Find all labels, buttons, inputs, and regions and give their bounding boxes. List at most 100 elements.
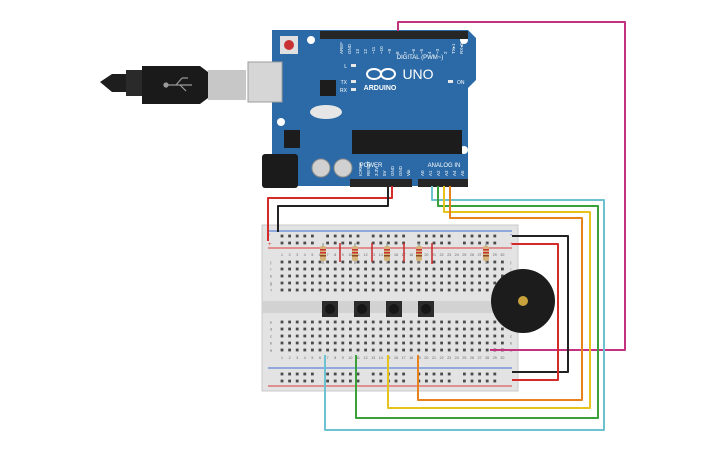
resistor-2 bbox=[352, 243, 358, 264]
rail-hole bbox=[295, 234, 299, 238]
breadboard-hole bbox=[470, 341, 474, 345]
breadboard-hole bbox=[303, 267, 307, 271]
rail-hole bbox=[349, 372, 352, 376]
breadboard-hole bbox=[432, 348, 436, 352]
breadboard-hole bbox=[394, 260, 398, 264]
led-rx-label: RX bbox=[340, 88, 348, 94]
breadboard-hole bbox=[394, 320, 398, 324]
rail-hole bbox=[349, 234, 352, 238]
crystal bbox=[310, 105, 342, 119]
breadboard-hole bbox=[356, 334, 360, 338]
breadboard-hole bbox=[295, 288, 299, 292]
on-label: ON bbox=[457, 80, 465, 86]
pin-label: 5V bbox=[382, 170, 387, 176]
breadboard-hole bbox=[303, 341, 307, 345]
rail-hole bbox=[311, 241, 314, 245]
button-1[interactable] bbox=[322, 301, 338, 317]
rail-hole bbox=[478, 241, 481, 245]
breadboard-hole bbox=[371, 281, 375, 285]
breadboard-hole bbox=[364, 281, 367, 285]
rail-hole bbox=[326, 241, 329, 245]
breadboard-hole bbox=[485, 334, 489, 338]
breadboard-hole bbox=[501, 260, 504, 264]
mounting-hole bbox=[277, 118, 285, 126]
column-number: 4 bbox=[304, 356, 306, 360]
breadboard-hole bbox=[387, 260, 390, 264]
rail-hole bbox=[349, 241, 352, 245]
breadboard-hole bbox=[295, 281, 299, 285]
column-number: 27 bbox=[478, 356, 482, 360]
push-buttons bbox=[322, 301, 434, 317]
column-number: 14 bbox=[379, 253, 383, 257]
button-2[interactable] bbox=[354, 301, 370, 317]
breadboard-hole bbox=[303, 274, 307, 278]
breadboard-hole bbox=[371, 274, 375, 278]
led-tx bbox=[351, 80, 356, 83]
column-number: 16 bbox=[394, 253, 398, 257]
rail-hole bbox=[356, 234, 360, 238]
breadboard-hole bbox=[478, 327, 481, 331]
breadboard-hole bbox=[463, 281, 466, 285]
breadboard-hole bbox=[440, 281, 443, 285]
breadboard-hole bbox=[387, 348, 390, 352]
rail-hole bbox=[440, 372, 443, 376]
rail-hole bbox=[394, 379, 398, 383]
breadboard-hole bbox=[371, 341, 375, 345]
breadboard-hole bbox=[311, 267, 314, 271]
rail-hole bbox=[463, 241, 466, 245]
rail-hole bbox=[356, 241, 360, 245]
breadboard-hole bbox=[295, 267, 299, 271]
breadboard-hole bbox=[402, 267, 405, 271]
button-3[interactable] bbox=[386, 301, 402, 317]
breadboard-hole bbox=[425, 334, 428, 338]
breadboard-hole bbox=[394, 334, 398, 338]
rail-hole bbox=[356, 379, 360, 383]
breadboard-hole bbox=[288, 274, 291, 278]
pin-label: RX◂0 bbox=[459, 42, 464, 54]
breadboard-hole bbox=[341, 334, 345, 338]
resistor-6 bbox=[483, 243, 489, 264]
column-number: 30 bbox=[500, 253, 504, 257]
breadboard-hole bbox=[326, 320, 329, 324]
breadboard-hole bbox=[455, 334, 459, 338]
breadboard-hole bbox=[311, 288, 314, 292]
breadboard-hole bbox=[333, 281, 337, 285]
breadboard-hole bbox=[478, 281, 481, 285]
reset-button[interactable] bbox=[284, 40, 294, 50]
breadboard-hole bbox=[409, 274, 413, 278]
breadboard-hole bbox=[379, 281, 383, 285]
breadboard-hole bbox=[341, 341, 345, 345]
rail-hole bbox=[485, 379, 489, 383]
column-number: 7 bbox=[327, 253, 329, 257]
breadboard-hole bbox=[402, 341, 405, 345]
breadboard-hole bbox=[311, 274, 314, 278]
rail-hole bbox=[463, 234, 466, 238]
breadboard-hole bbox=[280, 288, 284, 292]
rail-hole bbox=[432, 372, 436, 376]
breadboard-hole bbox=[364, 334, 367, 338]
breadboard-hole bbox=[326, 288, 329, 292]
breadboard-hole bbox=[455, 327, 459, 331]
pin-label: 3.3V bbox=[374, 167, 379, 176]
usb-strain-relief bbox=[126, 70, 144, 96]
breadboard-hole bbox=[326, 341, 329, 345]
breadboard-hole bbox=[455, 281, 459, 285]
breadboard-hole bbox=[280, 341, 284, 345]
breadboard-hole bbox=[463, 274, 466, 278]
breadboard-hole bbox=[417, 281, 421, 285]
digital-header bbox=[320, 31, 468, 39]
pin-label: A0 bbox=[420, 170, 425, 176]
row-letter: g bbox=[270, 281, 272, 286]
button-4[interactable] bbox=[418, 301, 434, 317]
breadboard-hole bbox=[402, 348, 405, 352]
rail-hole bbox=[463, 379, 466, 383]
breadboard-hole bbox=[478, 341, 481, 345]
row-letter: b bbox=[270, 341, 273, 346]
pin-label: 8 bbox=[395, 51, 400, 54]
breadboard-hole bbox=[478, 274, 481, 278]
wire-5v-red bbox=[267, 186, 393, 241]
rail-hole bbox=[295, 372, 299, 376]
row-letter: c bbox=[510, 334, 512, 339]
breadboard-hole bbox=[394, 274, 398, 278]
